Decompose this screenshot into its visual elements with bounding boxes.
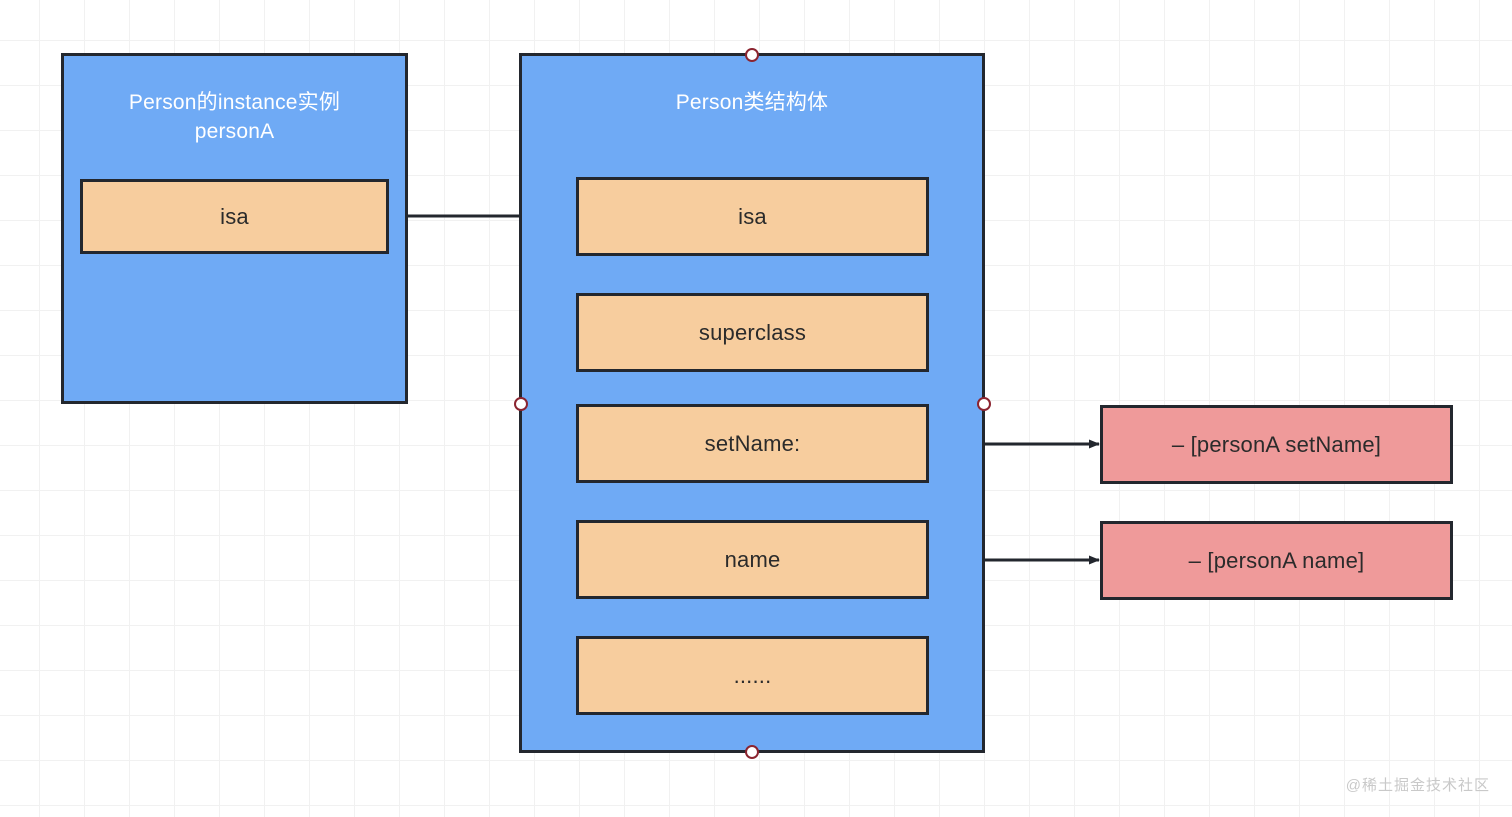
instance-slot-isa-label: isa: [220, 203, 249, 229]
class-slot-name-label: name: [724, 546, 781, 572]
class-slot-ellipsis[interactable]: ......: [576, 636, 929, 715]
message-box-name-label: – [personA name]: [1188, 547, 1365, 573]
instance-slot-isa[interactable]: isa: [80, 179, 389, 254]
message-box-name[interactable]: – [personA name]: [1100, 521, 1453, 600]
class-slot-isa[interactable]: isa: [576, 177, 929, 256]
selection-handle-bottom[interactable]: [745, 745, 759, 759]
selection-handle-left[interactable]: [514, 397, 528, 411]
class-slot-name[interactable]: name: [576, 520, 929, 599]
class-slot-superclass[interactable]: superclass: [576, 293, 929, 372]
selection-handle-top[interactable]: [745, 48, 759, 62]
class-slot-setname-label: setName:: [704, 430, 801, 456]
watermark: @稀土掘金技术社区: [1345, 777, 1490, 794]
message-box-setname[interactable]: – [personA setName]: [1100, 405, 1453, 484]
instance-box-title: Person的instance实例 personA: [128, 91, 341, 143]
class-slot-setname[interactable]: setName:: [576, 404, 929, 483]
class-slot-isa-label: isa: [738, 203, 767, 229]
class-slot-ellipsis-label: ......: [733, 662, 772, 688]
selection-handle-right[interactable]: [977, 397, 991, 411]
message-box-setname-label: – [personA setName]: [1171, 431, 1382, 457]
class-box-title: Person类结构体: [675, 91, 829, 114]
class-slot-superclass-label: superclass: [698, 319, 807, 345]
